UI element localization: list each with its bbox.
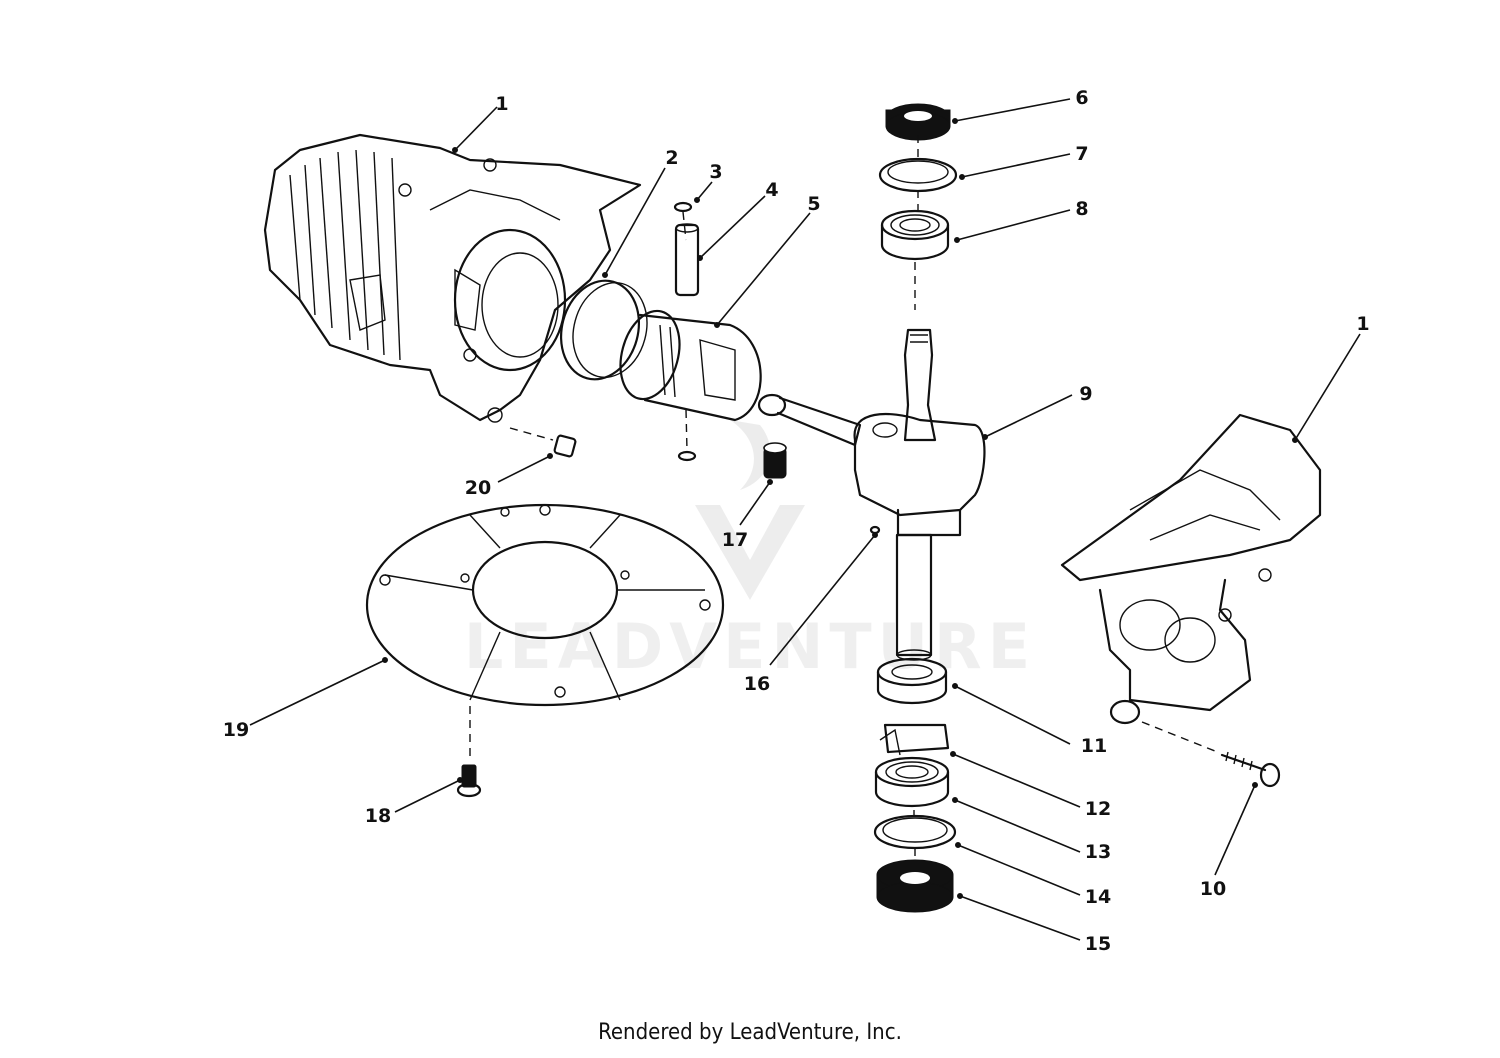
bearing-top[interactable] (880, 209, 950, 261)
callout-19: 19 (223, 719, 249, 741)
crankshaft[interactable] (853, 328, 986, 661)
plate-screw[interactable] (456, 764, 482, 798)
leader-lines (249, 98, 1361, 941)
watermark-logo (695, 420, 805, 600)
connecting-rod[interactable] (757, 393, 862, 447)
callout-8: 8 (1075, 198, 1088, 220)
watermark-text: LEADVENTURE (464, 610, 1036, 683)
bearing-collar[interactable] (876, 657, 948, 705)
circlip-bottom[interactable] (677, 450, 697, 462)
callout-14: 14 (1085, 886, 1111, 908)
callout-7: 7 (1075, 143, 1088, 165)
callout-16: 16 (744, 673, 770, 695)
callout-6: 6 (1075, 87, 1088, 109)
wrist-pin[interactable] (674, 223, 700, 297)
crankcase-plate[interactable] (365, 503, 725, 707)
callout-11: 11 (1081, 735, 1107, 757)
callout-13: 13 (1085, 841, 1111, 863)
seal-bottom[interactable] (876, 859, 954, 913)
seal-top[interactable] (885, 103, 951, 141)
retainer-clip[interactable] (879, 723, 950, 756)
callout-5: 5 (807, 193, 820, 215)
callout-2: 2 (665, 147, 678, 169)
callout-1-right: 1 (1356, 313, 1369, 335)
callout-4: 4 (765, 179, 778, 201)
shim-ring-top[interactable] (878, 157, 958, 193)
callout-17: 17 (722, 529, 748, 551)
callout-10: 10 (1200, 878, 1226, 900)
callout-labels: 1 2 3 4 5 6 7 8 9 1 20 17 16 11 19 12 13… (223, 87, 1370, 955)
callout-15: 15 (1085, 933, 1111, 955)
callout-12: 12 (1085, 798, 1111, 820)
crankcase-bolt[interactable] (1220, 751, 1281, 788)
dowel-pin[interactable] (553, 434, 577, 458)
needle-bearing[interactable] (763, 442, 787, 479)
piston[interactable] (611, 304, 762, 422)
callout-3: 3 (709, 161, 722, 183)
crankcase-half[interactable] (1060, 413, 1322, 725)
circlip-top[interactable] (673, 201, 693, 213)
callout-18: 18 (365, 805, 391, 827)
callout-9: 9 (1079, 383, 1092, 405)
callout-1: 1 (495, 93, 508, 115)
bearing-bottom[interactable] (874, 756, 950, 808)
shim-ring-bottom[interactable] (873, 814, 957, 850)
piston-rings[interactable] (550, 272, 657, 388)
cylinder-block[interactable] (263, 133, 642, 423)
footer-credit: Rendered by LeadVenture, Inc. (598, 1020, 902, 1045)
callout-20: 20 (465, 477, 491, 499)
